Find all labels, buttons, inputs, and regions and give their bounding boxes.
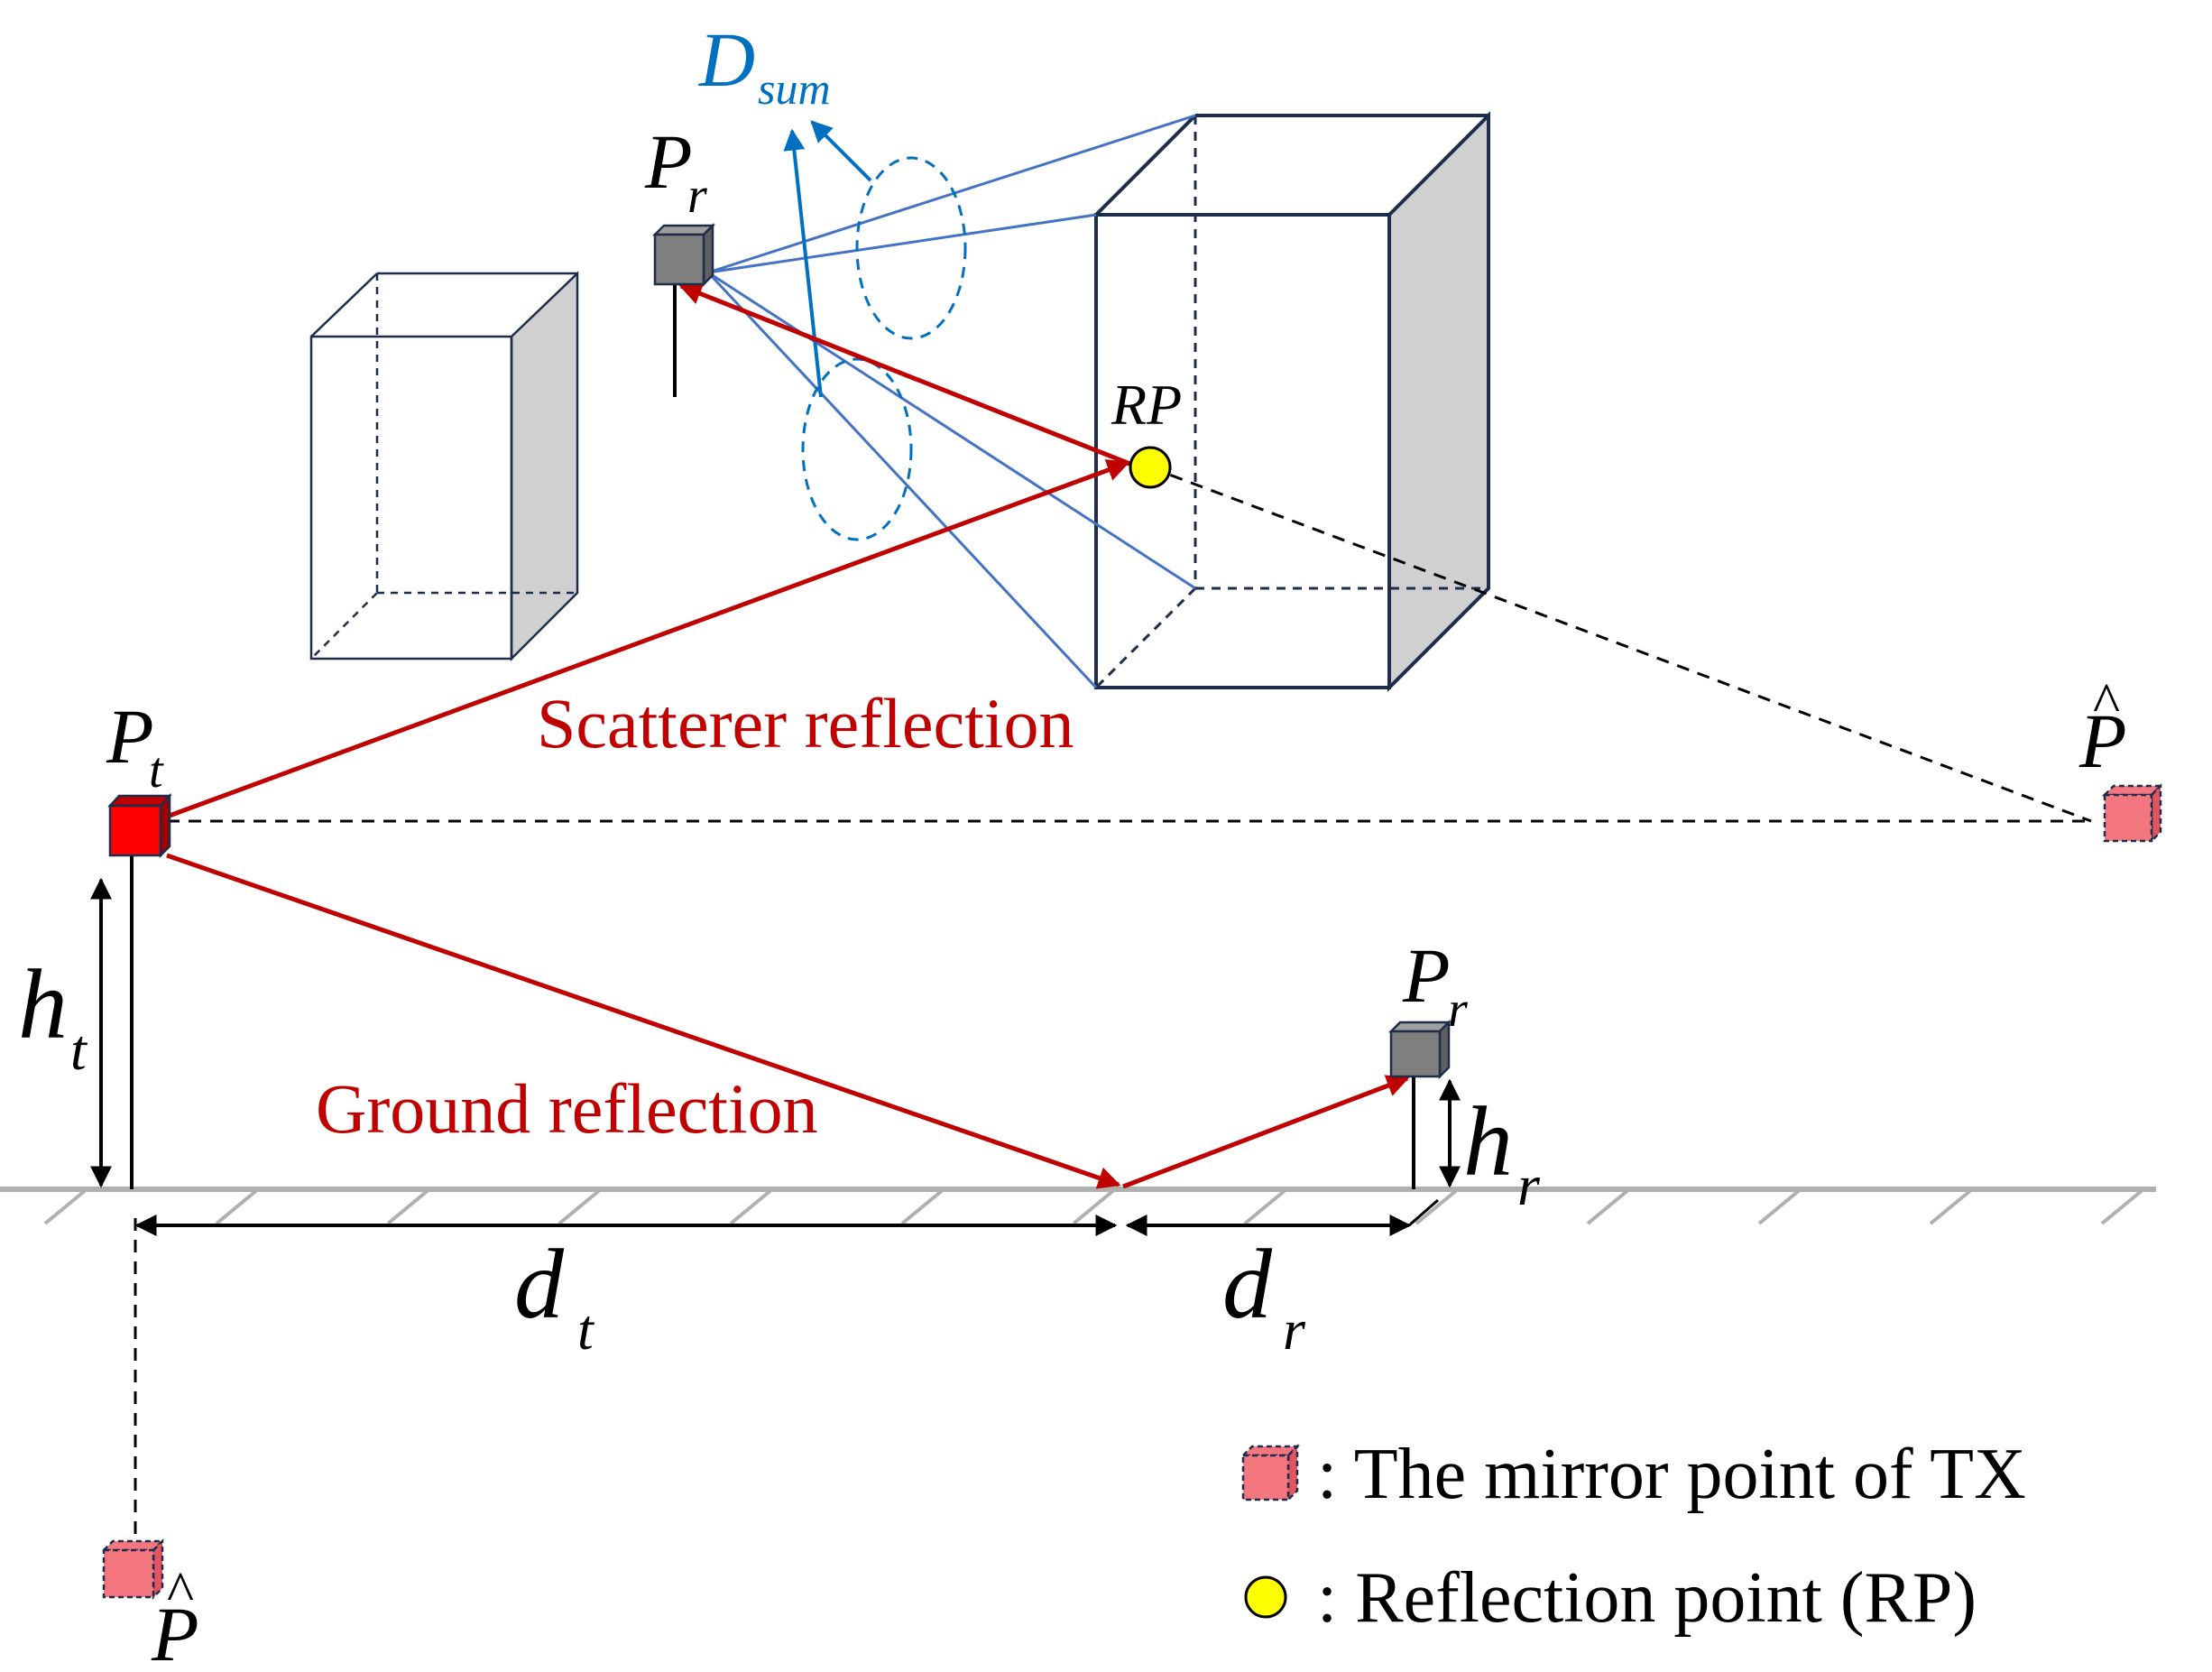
phat-bottom-hat: ^ bbox=[167, 1559, 194, 1623]
pt-subscript: t bbox=[149, 743, 164, 799]
rp-label: RP bbox=[1111, 373, 1182, 437]
mirror-point-right bbox=[2101, 782, 2164, 845]
dr-label: d bbox=[1222, 1229, 1273, 1339]
beam-ellipse-lower bbox=[801, 357, 913, 541]
ht-subscript: t bbox=[70, 1018, 88, 1082]
dsum-arrows bbox=[783, 120, 872, 398]
hr-subscript: r bbox=[1517, 1153, 1541, 1217]
ground-reflection-caption: Ground reflection bbox=[316, 1069, 818, 1148]
dt-subscript: t bbox=[577, 1298, 595, 1362]
dt-label: d bbox=[514, 1229, 565, 1339]
pr-lower-subscript: r bbox=[1448, 982, 1468, 1038]
dsum-subscript: sum bbox=[758, 63, 831, 114]
scatterer-reflection-caption: Scatterer reflection bbox=[537, 684, 1074, 762]
dsum-label: D bbox=[698, 16, 755, 103]
large-building bbox=[1094, 111, 1490, 692]
pr-lower-label: P bbox=[1402, 932, 1451, 1019]
mirror-construction-lines bbox=[134, 466, 2092, 1538]
ray-rp-to-rx-top bbox=[678, 282, 1133, 467]
phat-right-label: P bbox=[2078, 697, 2127, 784]
pr-upper-label: P bbox=[644, 118, 693, 205]
reflection-point bbox=[1129, 446, 1172, 489]
dimension-arrows bbox=[90, 877, 1461, 1236]
small-building bbox=[309, 271, 579, 662]
mirror-point-bottom bbox=[100, 1538, 166, 1601]
diagram-labels: D sum P r RP P t ^ P ^ P P r h t h r d t… bbox=[18, 16, 2127, 1672]
scatter-rays bbox=[706, 114, 1196, 689]
phat-bottom-label: P bbox=[151, 1591, 199, 1672]
pr-upper-subscript: r bbox=[687, 168, 707, 224]
ht-label: h bbox=[18, 949, 68, 1059]
legend-rp-icon bbox=[1244, 1575, 1287, 1619]
rx-antenna-upper bbox=[651, 222, 716, 397]
ray-tx-to-ground bbox=[166, 853, 1121, 1189]
ground-plane bbox=[0, 1187, 2156, 1225]
ray-tx-to-rp bbox=[166, 459, 1130, 819]
ray-ground-to-rx bbox=[1122, 1075, 1410, 1189]
legend-mirror-text: : The mirror point of TX bbox=[1317, 1435, 2026, 1514]
red-rays bbox=[166, 282, 1410, 1189]
phat-right-hat: ^ bbox=[2093, 670, 2120, 734]
rx-antenna-lower bbox=[1387, 1019, 1452, 1189]
hr-label: h bbox=[1463, 1086, 1513, 1196]
beam-ellipse-upper bbox=[855, 156, 967, 340]
tx-antenna bbox=[107, 792, 172, 1189]
legend-mirror-icon bbox=[1240, 1443, 1301, 1503]
legend-rp-text: : Reflection point (RP) bbox=[1317, 1558, 1977, 1638]
pt-label: P bbox=[106, 693, 154, 780]
dr-subscript: r bbox=[1283, 1298, 1306, 1362]
legend: : The mirror point of TX : Reflection po… bbox=[1240, 1435, 2026, 1638]
